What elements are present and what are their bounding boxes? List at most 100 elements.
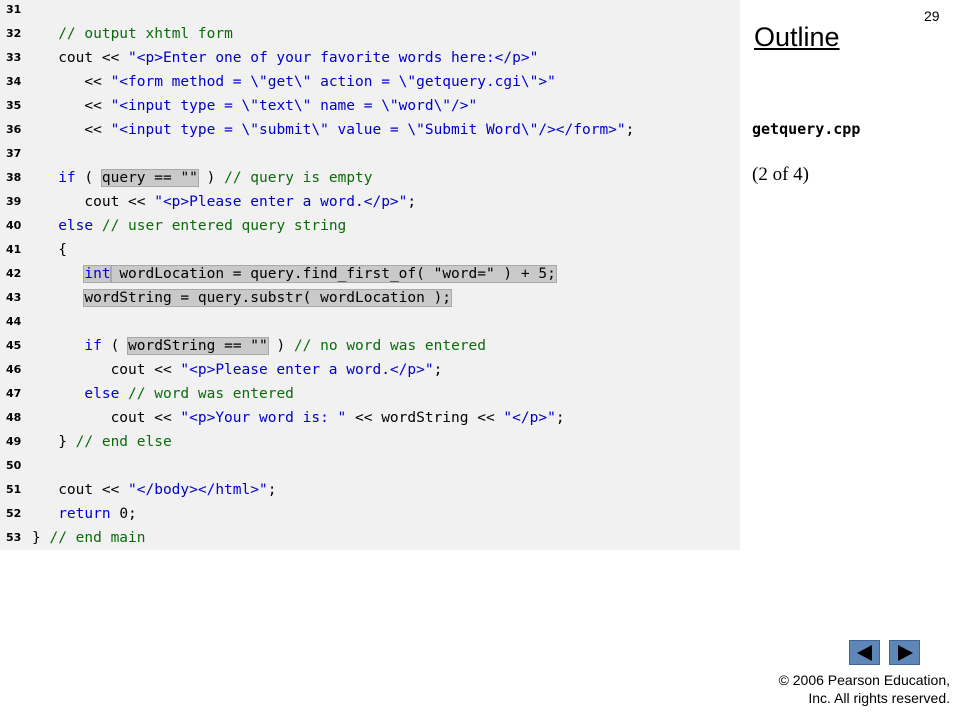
code-text: << "<input type = \"text\" name = \"word… (32, 94, 477, 118)
code-text: // output xhtml form (32, 22, 233, 46)
code-line: 45 if ( wordString == "" ) // no word wa… (0, 334, 740, 358)
line-number: 36 (6, 123, 22, 136)
code-line: 32 // output xhtml form (0, 22, 740, 46)
line-number: 32 (6, 27, 22, 40)
code-text: cout << "<p>Please enter a word.</p>"; (32, 190, 416, 214)
code-plain (93, 218, 102, 234)
code-plain: cout << (32, 410, 181, 426)
code-string: "<p>Please enter a word.</p>" (154, 194, 408, 210)
arrow-right-icon (897, 644, 913, 661)
code-plain (32, 266, 84, 282)
code-highlight: wordString = query.substr( wordLocation … (83, 289, 453, 307)
code-keyword: else (58, 218, 94, 234)
code-plain (32, 290, 84, 306)
code-comment: // end main (49, 530, 146, 546)
line-number: 41 (6, 243, 22, 256)
code-line: 38 if ( query == "" ) // query is empty (0, 166, 740, 190)
copyright-line: © 2006 Pearson Education, (778, 672, 950, 688)
code-line: 37 (0, 142, 740, 166)
code-text: if ( wordString == "" ) // no word was e… (32, 334, 486, 358)
line-number: 37 (6, 147, 22, 160)
code-text: cout << "</body></html>"; (32, 478, 276, 502)
arrow-left-icon (856, 644, 872, 661)
code-comment: // word was entered (128, 386, 294, 402)
code-plain: << (32, 98, 111, 114)
line-number: 38 (6, 171, 22, 184)
code-text: << "<form method = \"get\" action = \"ge… (32, 70, 555, 94)
code-line: 49 } // end else (0, 430, 740, 454)
code-text: int wordLocation = query.find_first_of( … (32, 262, 557, 286)
code-text: else // word was entered (32, 382, 294, 406)
code-text: cout << "<p>Enter one of your favorite w… (32, 46, 538, 70)
code-string: "<input type = \"submit\" value = \"Subm… (110, 122, 626, 138)
code-comment: // query is empty (224, 170, 373, 186)
code-line: 39 cout << "<p>Please enter a word.</p>"… (0, 190, 740, 214)
code-plain: ; (433, 362, 443, 378)
line-number: 45 (6, 339, 22, 352)
line-number: 49 (6, 435, 22, 448)
code-plain: ) (267, 338, 294, 354)
code-text: << "<input type = \"submit\" value = \"S… (32, 118, 634, 142)
code-string: "<p>Your word is: " (180, 410, 347, 426)
code-plain (32, 386, 84, 402)
code-comment: // end else (75, 434, 172, 450)
code-plain (32, 338, 84, 354)
code-plain (32, 170, 58, 186)
code-plain: ; (407, 194, 417, 210)
line-number: 33 (6, 51, 22, 64)
copyright-notice: © 2006 Pearson Education, Inc. All right… (779, 671, 950, 707)
code-text: else // user entered query string (32, 214, 346, 238)
previous-slide-button[interactable] (849, 640, 880, 665)
line-number: 53 (6, 531, 22, 544)
code-highlight-keyword: int (83, 265, 112, 283)
line-number: 50 (6, 459, 22, 472)
line-number: 43 (6, 291, 22, 304)
code-plain: cout << (32, 50, 129, 66)
code-text: return 0; (32, 502, 137, 526)
code-line: 51 cout << "</body></html>"; (0, 478, 740, 502)
code-string: "<p>Please enter a word.</p>" (180, 362, 434, 378)
code-line: 52 return 0; (0, 502, 740, 526)
code-keyword: if (84, 338, 102, 354)
code-line: 53} // end main (0, 526, 740, 550)
line-number: 52 (6, 507, 22, 520)
code-plain: ( (101, 338, 129, 354)
code-plain: << (32, 74, 111, 90)
line-number: 34 (6, 75, 22, 88)
code-line: 44 (0, 310, 740, 334)
code-plain: << (32, 122, 111, 138)
code-text: cout << "<p>Your word is: " << wordStrin… (32, 406, 565, 430)
code-line: 47 else // word was entered (0, 382, 740, 406)
code-line: 35 << "<input type = \"text\" name = \"w… (0, 94, 740, 118)
code-comment: // no word was entered (293, 338, 487, 354)
code-plain: } (32, 434, 76, 450)
next-slide-button[interactable] (889, 640, 920, 665)
code-line: 31 (0, 0, 740, 22)
code-highlight: wordString == "" (127, 337, 269, 355)
line-number: 47 (6, 387, 22, 400)
code-highlight: query == "" (100, 169, 199, 187)
code-line: 33 cout << "<p>Enter one of your favorit… (0, 46, 740, 70)
code-line: 43 wordString = query.substr( wordLocati… (0, 286, 740, 310)
code-plain: } (32, 530, 50, 546)
file-name: getquery.cpp (752, 120, 861, 138)
code-keyword: if (58, 170, 76, 186)
line-number: 51 (6, 483, 22, 496)
code-text: if ( query == "" ) // query is empty (32, 166, 373, 190)
code-line: 41 { (0, 238, 740, 262)
line-number: 35 (6, 99, 22, 112)
code-plain (32, 26, 58, 42)
code-plain: << wordString << (346, 410, 504, 426)
code-plain (119, 386, 128, 402)
slide-number: 29 (924, 8, 940, 24)
code-keyword: return (58, 506, 111, 522)
line-number: 39 (6, 195, 22, 208)
code-plain (32, 506, 58, 522)
code-text: wordString = query.substr( wordLocation … (32, 286, 453, 310)
copyright-line: Inc. All rights reserved. (808, 690, 950, 706)
line-number: 40 (6, 219, 22, 232)
line-number: 44 (6, 315, 22, 328)
code-plain: cout << (32, 362, 181, 378)
code-keyword: else (84, 386, 120, 402)
code-line: 50 (0, 454, 740, 478)
